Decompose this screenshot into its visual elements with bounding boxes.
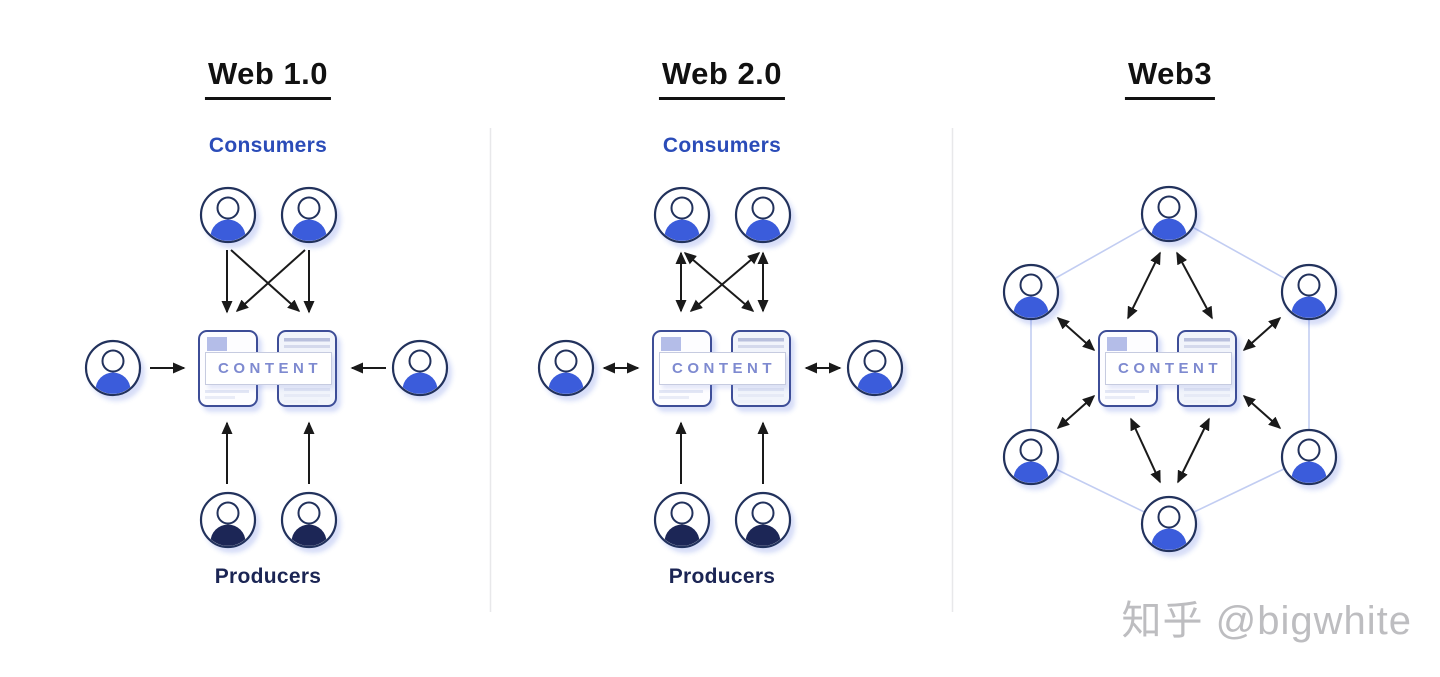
content-banner: CONTENT [1104, 351, 1232, 385]
web3-diagram [1004, 187, 1336, 564]
arrow-two-way [1127, 251, 1161, 320]
web2-consumer-arrows [675, 251, 769, 313]
arrow-two-way [1130, 417, 1161, 484]
side-user-person-icon [86, 341, 140, 408]
content-banner: CONTENT [658, 351, 786, 385]
web1-diagram [86, 188, 447, 560]
web1-producers-label: Producers [214, 565, 322, 588]
arrow-down-cross [235, 249, 306, 313]
arrow-two-way [1177, 417, 1210, 484]
consumer-person-icon [201, 188, 255, 255]
arrow-two-way [1056, 395, 1096, 429]
web3-title: Web3 [1124, 56, 1216, 100]
web2-producers-label: Producers [668, 565, 776, 588]
consumer-person-icon [282, 188, 336, 255]
network-node-person-icon [1004, 430, 1058, 497]
web2-consumers-label: Consumers [662, 134, 782, 157]
web1-consumers-label: Consumers [208, 134, 328, 157]
web1-consumer-arrows [221, 249, 315, 314]
network-node-person-icon [1142, 187, 1196, 254]
content-label: CONTENT [1118, 359, 1222, 377]
network-node-person-icon [1282, 430, 1336, 497]
content-label: CONTENT [672, 359, 776, 377]
producer-person-icon [736, 493, 790, 560]
content-banner: CONTENT [204, 351, 332, 385]
watermark: 知乎 @bigwhite [1121, 599, 1412, 643]
consumer-person-icon [736, 188, 790, 255]
arrow-two-way [1176, 251, 1213, 320]
arrow-down-cross [230, 249, 301, 313]
consumer-person-icon [655, 188, 709, 255]
web1-producer-arrows [221, 421, 315, 484]
arrow-two-way-cross [689, 252, 761, 312]
web2-producer-arrows [675, 421, 769, 484]
content-label: CONTENT [218, 359, 322, 377]
producer-person-icon [201, 493, 255, 560]
arrow-two-way [1242, 395, 1282, 429]
arrow-two-way [1242, 317, 1282, 351]
web2-diagram [539, 188, 902, 560]
producer-person-icon [655, 493, 709, 560]
arrow-two-way-cross [683, 252, 755, 312]
side-user-person-icon [539, 341, 593, 408]
web3-node-arrows [1056, 251, 1282, 484]
producer-person-icon [282, 493, 336, 560]
side-user-person-icon [393, 341, 447, 408]
network-node-person-icon [1142, 497, 1196, 564]
web1-title: Web 1.0 [204, 56, 332, 100]
web2-title: Web 2.0 [658, 56, 786, 100]
side-user-person-icon [848, 341, 902, 408]
arrow-two-way [1056, 317, 1096, 351]
